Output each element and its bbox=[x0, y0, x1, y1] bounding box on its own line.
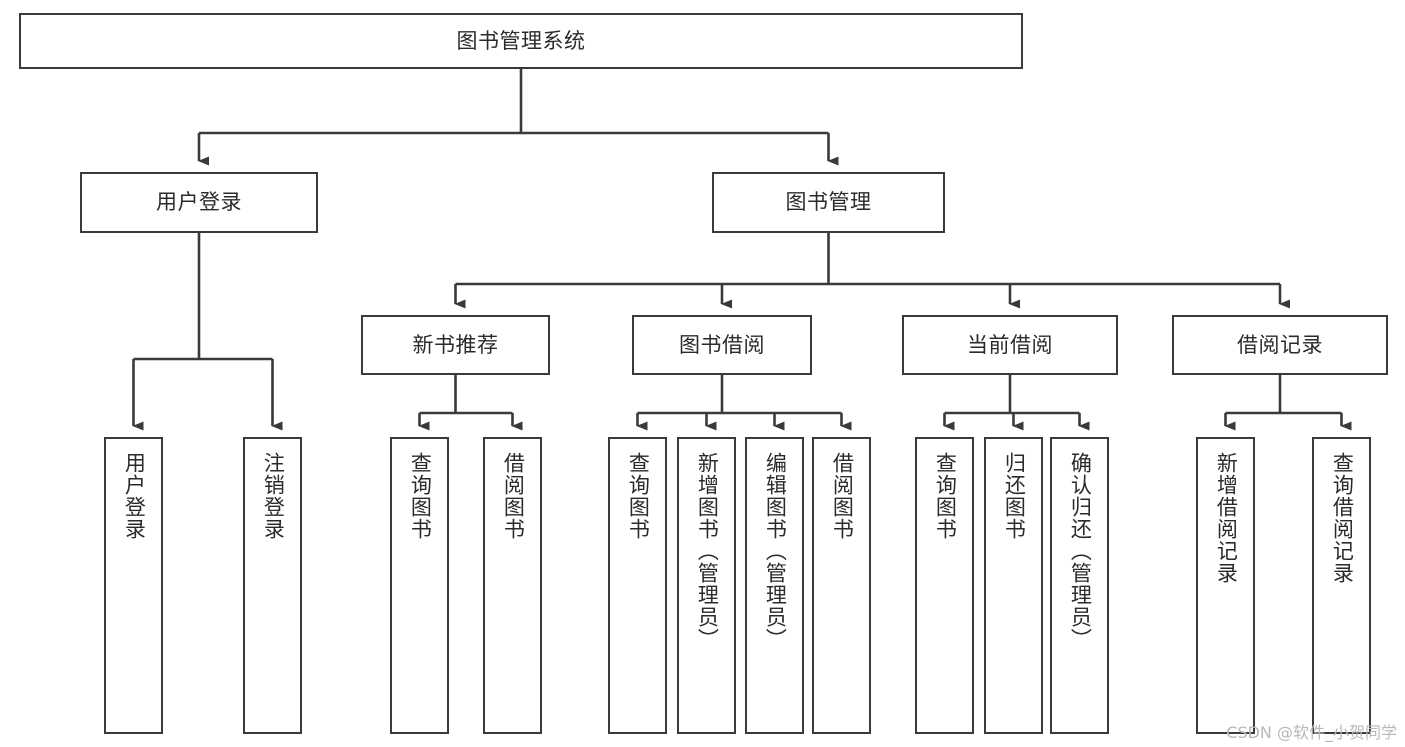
node-label: 新增借阅记录 bbox=[1214, 452, 1239, 584]
node-l3-d3[interactable]: 确认归还（管理员） bbox=[1050, 437, 1109, 734]
node-l3-b1[interactable]: 查询图书 bbox=[390, 437, 449, 734]
node-l3-b2[interactable]: 借阅图书 bbox=[483, 437, 542, 734]
node-l2-borrow[interactable]: 图书借阅 bbox=[632, 315, 812, 375]
node-label: 确认归还（管理员） bbox=[1068, 452, 1093, 650]
watermark: CSDN @软件_小贺同学 bbox=[1226, 723, 1397, 742]
node-label: 注销登录 bbox=[261, 452, 286, 540]
node-label: 图书借阅 bbox=[679, 332, 765, 357]
node-l3-d1[interactable]: 查询图书 bbox=[915, 437, 974, 734]
node-label: 编辑图书（管理员） bbox=[763, 452, 788, 650]
node-label: 借阅图书 bbox=[830, 452, 855, 540]
node-label: 用户登录 bbox=[156, 190, 242, 215]
node-label: 图书管理系统 bbox=[456, 28, 586, 53]
node-label: 查询图书 bbox=[408, 452, 433, 540]
node-label: 查询图书 bbox=[933, 452, 958, 540]
node-label: 新增图书（管理员） bbox=[695, 452, 720, 650]
node-l3-d2[interactable]: 归还图书 bbox=[984, 437, 1043, 734]
node-label: 新书推荐 bbox=[412, 332, 499, 357]
node-label: 图书管理 bbox=[785, 190, 872, 215]
node-l2-current[interactable]: 当前借阅 bbox=[902, 315, 1118, 375]
node-label: 归还图书 bbox=[1002, 452, 1027, 540]
node-l3-a1[interactable]: 用户登录 bbox=[104, 437, 163, 734]
node-l3-e1[interactable]: 新增借阅记录 bbox=[1196, 437, 1255, 734]
node-l3-c2[interactable]: 新增图书（管理员） bbox=[677, 437, 736, 734]
node-l3-c1[interactable]: 查询图书 bbox=[608, 437, 667, 734]
node-l2-newbook[interactable]: 新书推荐 bbox=[361, 315, 550, 375]
node-label: 借阅记录 bbox=[1237, 332, 1323, 357]
node-root[interactable]: 图书管理系统 bbox=[19, 13, 1023, 69]
node-label: 查询图书 bbox=[626, 452, 651, 540]
node-label: 查询借阅记录 bbox=[1330, 452, 1355, 584]
node-l1-bookmgr[interactable]: 图书管理 bbox=[712, 172, 945, 233]
node-label: 用户登录 bbox=[122, 452, 147, 540]
node-l1-login[interactable]: 用户登录 bbox=[80, 172, 318, 233]
node-l3-c3[interactable]: 编辑图书（管理员） bbox=[745, 437, 804, 734]
node-l3-e2[interactable]: 查询借阅记录 bbox=[1312, 437, 1371, 734]
node-label: 借阅图书 bbox=[501, 452, 526, 540]
node-label: 当前借阅 bbox=[967, 332, 1053, 357]
node-l2-records[interactable]: 借阅记录 bbox=[1172, 315, 1388, 375]
node-l3-c4[interactable]: 借阅图书 bbox=[812, 437, 871, 734]
node-l3-a2[interactable]: 注销登录 bbox=[243, 437, 302, 734]
